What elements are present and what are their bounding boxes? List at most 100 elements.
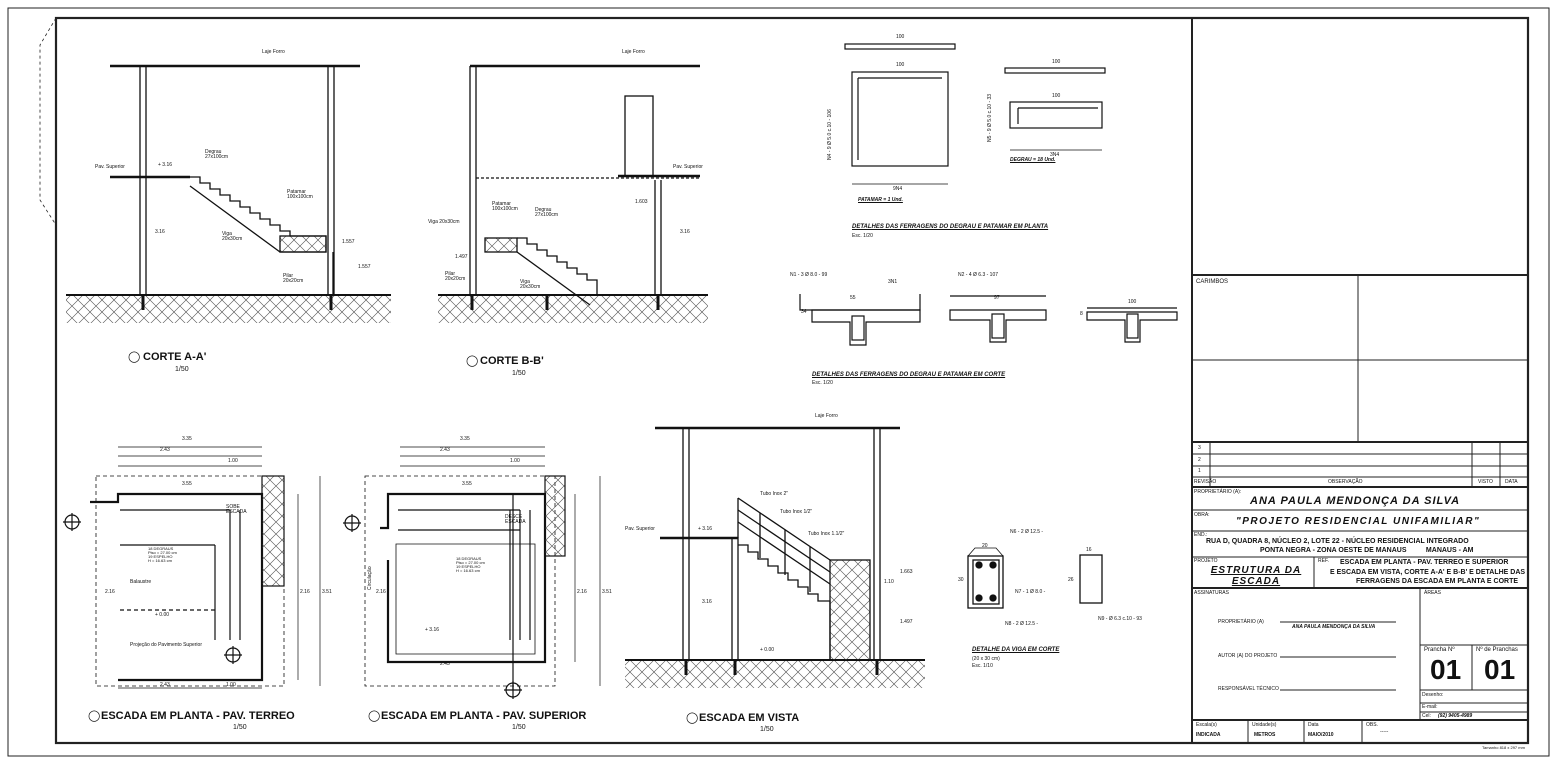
vista-laje-label: Laje Forro — [815, 413, 838, 419]
tb-visto-h: VISTO — [1478, 479, 1493, 485]
fc-dim-100: 100 — [1128, 299, 1137, 305]
vista-elev0: + 0.00 — [760, 647, 775, 653]
vista-dim-1: 1.10 — [884, 579, 894, 585]
tb-unidade: METROS — [1254, 732, 1276, 738]
viga-dim-26: 26 — [1068, 577, 1074, 583]
fc-dim-97: 97 — [994, 295, 1000, 301]
corte-bb-viga2-label: Viga 20x30cm — [520, 279, 541, 290]
vista-pav-label: Pav. Superior — [625, 526, 655, 532]
pt-projecao: Projeção do Pavimento Superior — [130, 642, 202, 648]
vista-scale: 1/50 — [760, 726, 774, 733]
viga-drawing — [967, 547, 1103, 609]
pt-dim-351: 3.51 — [322, 589, 332, 595]
vista-tubo2: Tubo Inox 1/2" — [780, 509, 813, 515]
pt-dim-243b: 2.43 — [160, 682, 170, 688]
viga-title: DETALHE DA VIGA EM CORTE — [972, 647, 1060, 653]
fc-dim-55: 55 — [850, 295, 856, 301]
fp-scale: Esc. 1/20 — [852, 233, 873, 239]
fp-n4v: N4 - 9 Ø 5.0 c.10 - 106 — [827, 109, 833, 160]
pt-dim-335: 3.35 — [182, 436, 192, 442]
corte-aa-pav-label: Pav. Superior — [95, 164, 125, 170]
corte-aa-dim-2: 1.557 — [358, 264, 371, 270]
tb-rev-h: REVISÃO — [1194, 479, 1217, 485]
tb-projeto: ESTRUTURA DA ESCADA — [1210, 565, 1302, 587]
tb-end1: RUA D, QUADRA 8, NÚCLEO 2, LOTE 22 - NÚC… — [1206, 538, 1469, 545]
tb-email-h: E-mail: — [1422, 704, 1438, 710]
tb-cel-h: Cel: — [1422, 713, 1431, 719]
pt-scale: 1/50 — [233, 724, 247, 731]
fc-title: DETALHES DAS FERRAGENS DO DEGRAU E PATAM… — [812, 372, 1006, 378]
tb-nprancha-h: Nº de Pranchas — [1476, 647, 1518, 653]
tb-sig-resp: RESPONSÁVEL TÉCNICO — [1218, 686, 1279, 692]
tb-prancha: 01 — [1430, 654, 1462, 685]
vista-dim-2: 1.663 — [900, 569, 913, 575]
pt-dim-216: 2.16 — [105, 589, 115, 595]
sheet-frame — [7, 7, 1550, 757]
viga-n8: N8 - 2 Ø 12.5 - — [1005, 621, 1039, 627]
corte-aa-viga-label: Viga 20x30cm — [222, 231, 243, 242]
fp-n4: 9N4 — [893, 186, 903, 192]
pt-title: ESCADA EM PLANTA - PAV. TERREO — [101, 710, 295, 722]
corte-aa-dim-316: 3.16 — [155, 229, 165, 235]
ps-dim-351: 3.51 — [602, 589, 612, 595]
ps-circulacao: Circulação — [367, 566, 373, 590]
fp-dim-100a: 100 — [896, 34, 905, 40]
fc-dim-34: 34 — [801, 309, 807, 315]
tb-prancha-h: Prancha Nº — [1424, 647, 1455, 653]
ps-dim-335: 3.35 — [460, 436, 470, 442]
ps-note: 18 DEGRAUS Piso = 27.00 cm 19 ESPELHO H … — [456, 556, 485, 573]
tb-assinaturas-h: ASSINATURAS — [1194, 590, 1229, 596]
pt-balaustre: Balaustre — [130, 579, 152, 585]
fc-n2: N2 - 4 Ø 6.3 - 107 — [958, 272, 999, 278]
vista-dim-316: 3.16 — [702, 599, 712, 605]
ferragens-corte-drawing — [799, 294, 1178, 346]
corte-bb-laje-label: Laje Forro — [622, 49, 645, 55]
vista-dim-3: 1.497 — [900, 619, 913, 625]
ps-dim-216b: 2.16 — [577, 589, 587, 595]
tb-escala: INDICADA — [1196, 732, 1221, 738]
tb-obra-h: OBRA: — [1194, 512, 1210, 518]
tb-obs-h2: OBS. — [1366, 722, 1378, 728]
corte-bb-dim-316: 3.16 — [680, 229, 690, 235]
planta-superior-drawing — [343, 446, 601, 699]
planta-terreo-drawing — [63, 446, 321, 689]
title-block-lines — [1192, 274, 1528, 743]
ps-dim-355: 3.55 — [462, 481, 472, 487]
tb-carimbos: CARIMBOS — [1196, 279, 1229, 285]
tb-sig-autor: AUTOR (A) DO PROJETO — [1218, 653, 1278, 659]
viga-n9: N9 - Ø 6.3 c.10 - 93 — [1098, 616, 1142, 622]
tb-desenho-h: Desenho: — [1422, 692, 1444, 698]
corte-bb-scale: 1/50 — [512, 370, 526, 377]
fc-scale: Esc. 1/20 — [812, 380, 833, 386]
ps-desce: DESCE ESCADA — [505, 514, 526, 525]
tb-nprancha: 01 — [1484, 654, 1516, 685]
vista-drawing — [625, 426, 925, 688]
tb-cel: (92) 9405-4989 — [1438, 713, 1473, 719]
viga-dim-20: 20 — [982, 543, 988, 549]
tb-data: MAIO/2010 — [1308, 732, 1334, 738]
corte-aa-laje-label: Laje Forro — [262, 49, 285, 55]
pt-dim-243: 2.43 — [160, 447, 170, 453]
tb-ref1: ESCADA EM PLANTA - PAV. TERREO E SUPERIO… — [1340, 559, 1509, 566]
tb-tamanho: Tamanho 818 x 297 mm — [1482, 745, 1525, 750]
tb-obs-h: OBSERVAÇÃO — [1328, 479, 1363, 485]
fp-title: DETALHES DAS FERRAGENS DO DEGRAU E PATAM… — [852, 224, 1049, 230]
fp-degrau-label: DEGRAU = 18 Und. — [1010, 157, 1056, 163]
corte-aa-pilar-label: Pilar 20x20cm — [283, 273, 304, 284]
tb-sig-prop-name: ANA PAULA MENDONÇA DA SILVA — [1292, 624, 1376, 630]
corte-aa-patamar-label: Patamar 100x100cm — [287, 189, 313, 200]
corte-bb-viga1-label: Viga 20x30cm — [428, 219, 460, 225]
tb-obra: "PROJETO RESIDENCIAL UNIFAMILIAR" — [1236, 516, 1481, 527]
vista-marker: ◯ — [686, 712, 699, 724]
pt-dim-216b: 2.16 — [300, 589, 310, 595]
fp-patamar-label: PATAMAR = 1 Und. — [858, 197, 903, 203]
tb-ref2: E ESCADA EM VISTA, CORTE A-A' E B-B' E D… — [1330, 569, 1526, 576]
vista-elev1: + 3.16 — [698, 526, 713, 532]
pt-dim-100b: 1.00 — [226, 682, 236, 688]
tb-ref-h: REF. — [1318, 558, 1329, 564]
corte-aa-degrau-label: Degrau 27x100cm — [205, 149, 229, 160]
ps-dim-243b: 2.43 — [440, 661, 450, 667]
corte-aa-drawing — [66, 64, 391, 323]
tb-data-h2: Data — [1308, 722, 1319, 728]
